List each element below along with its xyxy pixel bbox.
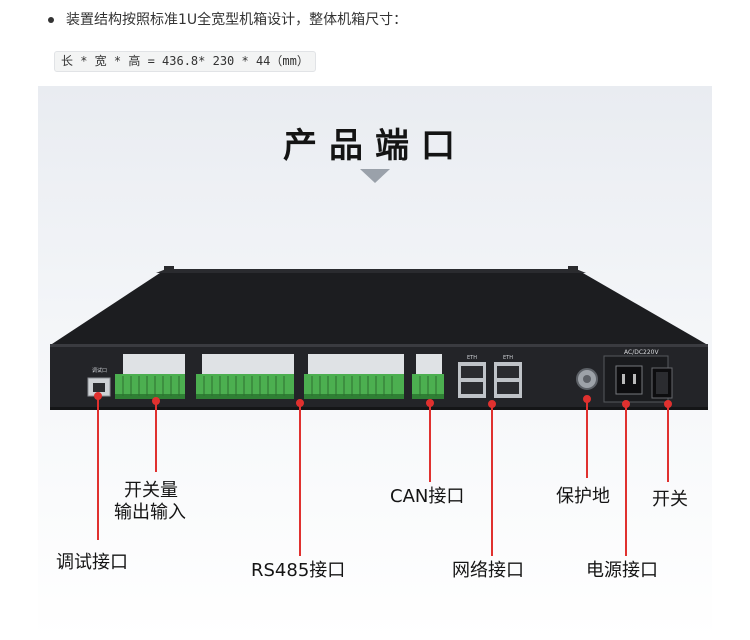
power-label: AC/DC220V (624, 349, 659, 356)
power-switch (651, 367, 673, 399)
chassis-top (52, 269, 706, 344)
callout-switch-io-line2: 输出输入 (114, 502, 186, 523)
callout-power: 电源接口 (586, 560, 658, 581)
rack-ear-left (164, 266, 174, 272)
product-ports-figure: 产品端口 调试口 (38, 86, 712, 640)
callout-network: 网络接口 (452, 560, 524, 581)
callout-debug: 调试接口 (56, 552, 128, 573)
dimensions-code: 长 * 宽 * 高 = 436.8* 230 * 44（mm） (54, 51, 316, 72)
callout-ground: 保护地 (556, 486, 610, 507)
callout-power-switch: 开关 (652, 489, 688, 510)
debug-port-label: 调试口 (92, 367, 107, 374)
terminal-block-rs485-b (304, 354, 404, 399)
intro-text: 装置结构按照标准1U全宽型机箱设计，整体机箱尺寸： (66, 12, 408, 28)
eth-label-2: ETH (503, 355, 513, 361)
callout-rs485: RS485接口 (251, 560, 346, 581)
callout-switch-io-line1: 开关量 (124, 480, 178, 501)
bullet-dot (48, 17, 54, 23)
rack-ear-right (568, 266, 578, 272)
ground-screw (576, 368, 598, 390)
device-illustration: 调试口 (50, 266, 708, 556)
callout-can: CAN接口 (390, 486, 465, 507)
terminal-block-switch-io (115, 354, 185, 399)
ethernet-ports (458, 362, 522, 398)
down-triangle-icon (360, 169, 390, 183)
eth-label-1: ETH (467, 355, 477, 361)
terminal-block-rs485-a (196, 354, 294, 399)
figure-title: 产品端口 (283, 126, 467, 166)
